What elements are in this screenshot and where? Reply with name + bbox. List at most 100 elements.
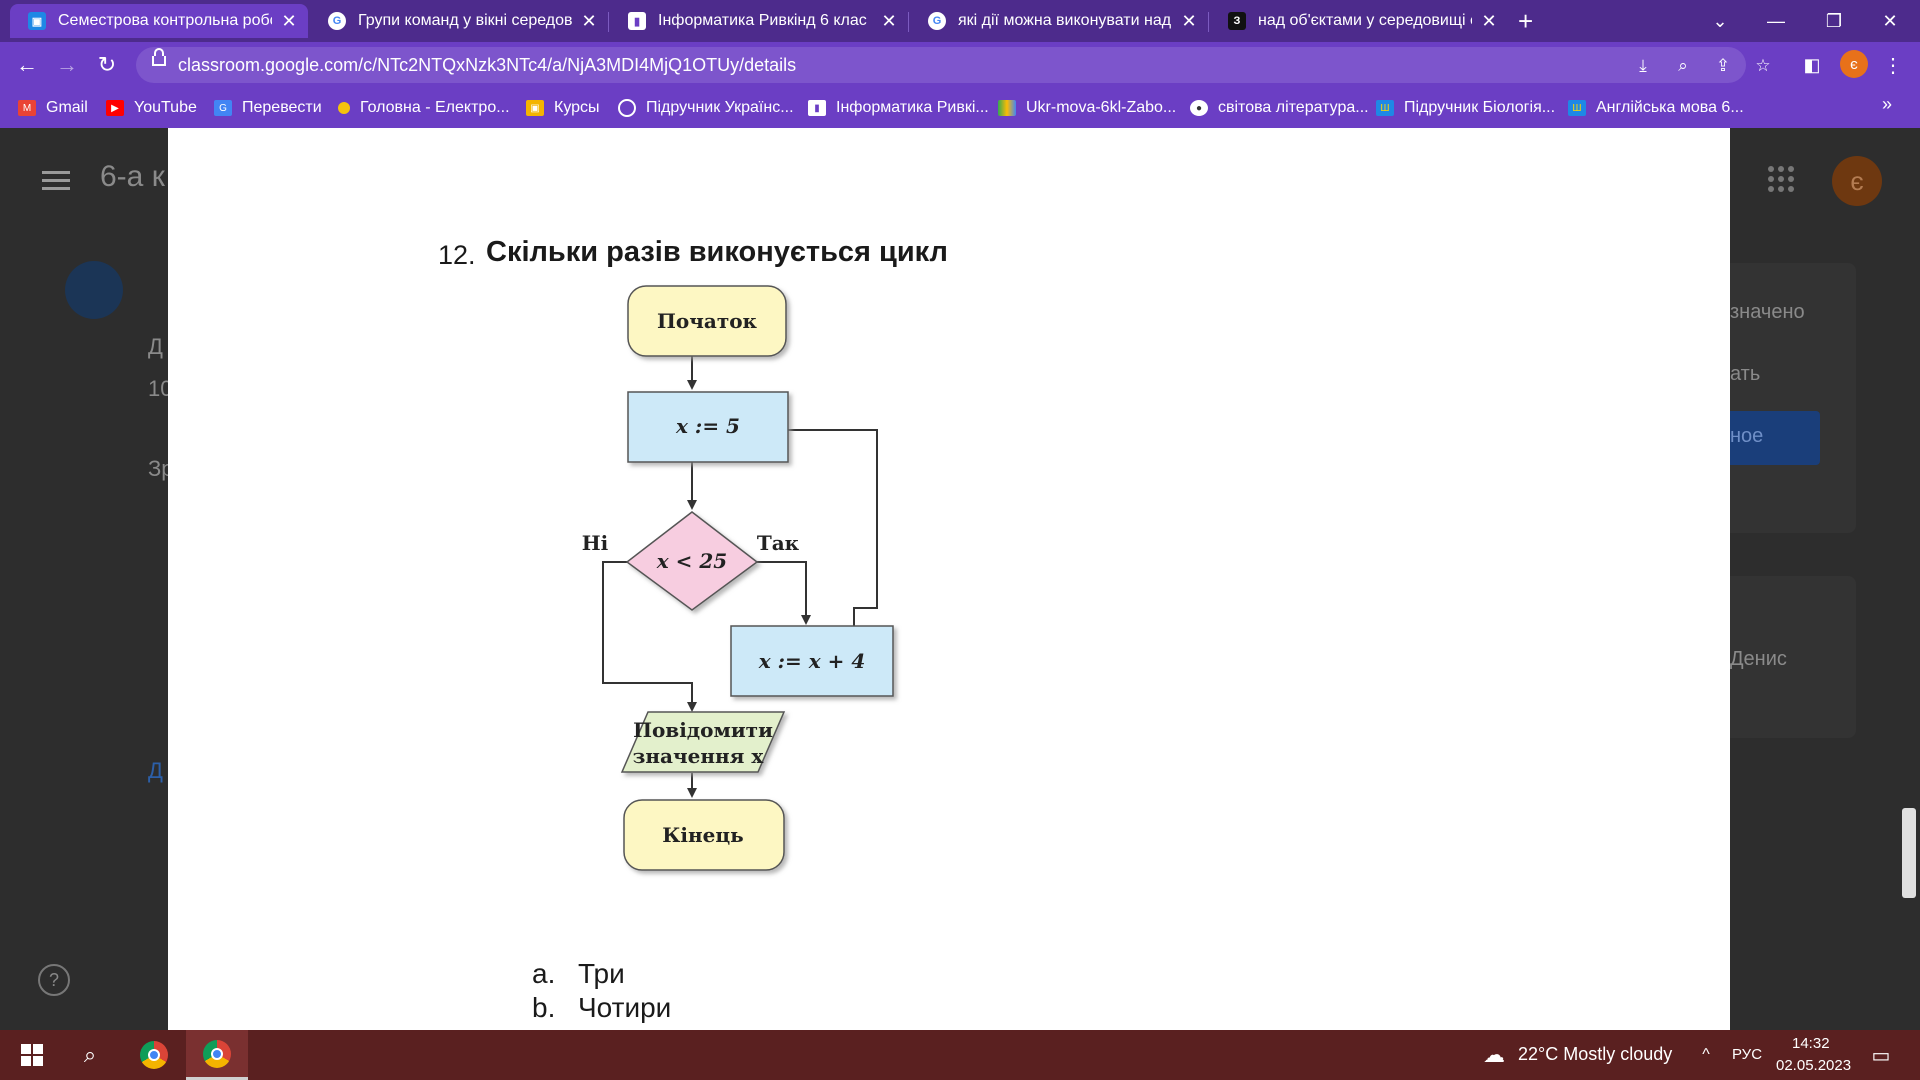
input-language[interactable]: РУС	[1732, 1046, 1763, 1063]
weather-text[interactable]: 22°C Mostly cloudy	[1518, 1044, 1673, 1064]
no-branch-arrow	[602, 561, 697, 712]
star-icon[interactable]: ☆	[1755, 56, 1771, 75]
reload-icon[interactable]: ↻	[97, 52, 117, 77]
close-icon[interactable]: ✕	[1181, 10, 1197, 31]
close-icon[interactable]: ✕	[281, 10, 297, 31]
drive-icon	[998, 100, 1016, 116]
condition-label: x < 25	[656, 549, 727, 573]
install-icon[interactable]: ⤓	[1639, 56, 1647, 75]
increment-label: x := x + 4	[758, 649, 866, 673]
close-icon[interactable]: ✕	[881, 10, 897, 31]
tab-search-chevron-icon[interactable]: ⌄	[1712, 10, 1728, 31]
tab-informatics-textbook[interactable]: ▮ Інформатика Ривкінд 6 клас підручник ✕	[610, 4, 908, 38]
restore-icon[interactable]: ❐	[1825, 10, 1843, 31]
output-label-line2: значення x	[633, 744, 765, 768]
assign-process	[627, 391, 789, 463]
tab-separator	[908, 12, 909, 32]
share-icon[interactable]: ⇪	[1715, 56, 1731, 75]
help-icon[interactable]: ?	[38, 964, 70, 996]
scrollbar-thumb[interactable]	[1902, 808, 1916, 898]
output-label-line1: Повідомити	[633, 718, 773, 742]
youtube-icon: ▶	[106, 100, 124, 116]
tab-scratch-objects[interactable]: З над об'єктами у середовищі скретч ✕	[1210, 4, 1508, 38]
no-branch-label: Ні	[582, 531, 609, 555]
url-text[interactable]: classroom.google.com/c/NTc2NTQxNzk3NTc4/…	[178, 55, 797, 75]
end-terminal	[623, 799, 785, 871]
windows-start-icon[interactable]	[8, 1030, 56, 1080]
close-icon[interactable]: ✕	[581, 10, 597, 31]
ukraine-emblem-icon: Ш	[1568, 100, 1586, 116]
chrome-profile-icon[interactable]	[186, 1030, 248, 1080]
class-title: 6-а к	[100, 160, 165, 193]
weather-cloudy-icon[interactable]: ☁	[1483, 1042, 1505, 1067]
condition-decision	[625, 511, 759, 611]
answer-text: Три	[578, 958, 625, 989]
google-icon: G	[928, 12, 946, 30]
hamburger-menu-icon[interactable]	[42, 166, 70, 195]
lock-icon	[152, 48, 166, 66]
assign-label: x := 5	[675, 414, 740, 438]
side-panel-icon[interactable]: ◧	[1803, 54, 1821, 75]
bookmark-ukr-mova[interactable]: Ukr-mova-6kl-Zabo...	[998, 96, 1176, 120]
tab-command-groups[interactable]: G Групи команд у вікні середовища ✕	[310, 4, 608, 38]
bookmark-world-literature[interactable]: ●світова література...	[1190, 96, 1369, 120]
increment-process	[730, 625, 894, 697]
start-label: Початок	[657, 309, 758, 333]
bookmark-courses[interactable]: ▣Курсы	[526, 96, 600, 120]
answer-option-a[interactable]: a. Три	[532, 958, 625, 990]
answer-letter: b.	[532, 992, 556, 1023]
answer-option-b[interactable]: b. Чотири	[532, 992, 671, 1024]
menu-kebab-icon[interactable]: ⋮	[1883, 54, 1903, 77]
minimize-icon[interactable]: —	[1767, 10, 1785, 31]
image-viewer: 12. Скільки разів виконується цикл Почат…	[168, 128, 1730, 1030]
dimmed-link-fragment: Д	[148, 758, 163, 783]
profile-avatar[interactable]: є	[1840, 50, 1868, 78]
back-arrow-icon[interactable]: ←	[16, 52, 38, 77]
yes-branch-arrow	[757, 561, 811, 625]
commenter-fragment: Денис	[1730, 648, 1787, 670]
forward-arrow-icon[interactable]: →	[56, 52, 78, 77]
classroom-board-icon: ▣	[526, 100, 544, 116]
status-fragment: значено	[1730, 301, 1805, 323]
notifications-icon[interactable]: ▭	[1871, 1044, 1891, 1067]
dimmed-fragment: Д	[148, 334, 163, 359]
yes-branch-label: Так	[757, 531, 800, 555]
start-terminal	[627, 285, 787, 357]
zoom-icon[interactable]: ⌕	[1678, 56, 1688, 75]
sun-icon	[338, 102, 350, 114]
new-tab-icon[interactable]: +	[1518, 6, 1534, 36]
tray-chevron-up-icon[interactable]: ^	[1702, 1046, 1710, 1063]
bookmark-youtube[interactable]: ▶YouTube	[106, 96, 197, 120]
clock-date[interactable]: 02.05.2023	[1776, 1057, 1852, 1074]
z-icon: З	[1228, 12, 1246, 30]
bookmark-informatics-rivkind[interactable]: ▮Інформатика Ривкі...	[808, 96, 989, 120]
assignment-icon	[65, 261, 123, 319]
close-icon[interactable]: ✕	[1481, 10, 1497, 31]
bookmarks-overflow-icon[interactable]: »	[1882, 94, 1893, 114]
search-icon[interactable]: ⌕	[83, 1042, 97, 1067]
bookmark-electronic-journal[interactable]: Головна - Електро...	[338, 96, 510, 120]
clock-time[interactable]: 14:32	[1792, 1035, 1830, 1052]
ukraine-emblem-icon: Ш	[1376, 100, 1394, 116]
submit-button[interactable]: ное	[1720, 411, 1820, 465]
answer-text: Чотири	[578, 992, 672, 1023]
classroom-icon: ▣	[28, 12, 46, 30]
apps-grid-icon[interactable]	[1768, 166, 1794, 192]
tab-object-actions[interactable]: G які дії можна виконувати над об'єктами…	[910, 4, 1208, 38]
flowchart: Початок x := 5 x < 25 Ні Так x := x + 4 …	[582, 285, 894, 871]
gmail-icon: M	[18, 100, 36, 116]
book-icon: ▮	[628, 12, 646, 30]
window-close-icon[interactable]: ✕	[1882, 10, 1898, 31]
address-bar[interactable]: classroom.google.com/c/NTc2NTQxNzk3NTc4/…	[136, 47, 1771, 83]
bookmark-ukrainian-textbook[interactable]: Підручник Українс...	[618, 96, 794, 120]
browser-toolbar: ← → ↻ classroom.google.com/c/NTc2NTQxNzk…	[0, 42, 1920, 88]
avatar[interactable]: є	[1832, 156, 1882, 206]
chrome-icon[interactable]	[130, 1030, 178, 1080]
question-number: 12.	[438, 240, 476, 270]
tab-semester-test[interactable]: ▣ Семестрова контрольна робота ✕	[10, 4, 308, 38]
